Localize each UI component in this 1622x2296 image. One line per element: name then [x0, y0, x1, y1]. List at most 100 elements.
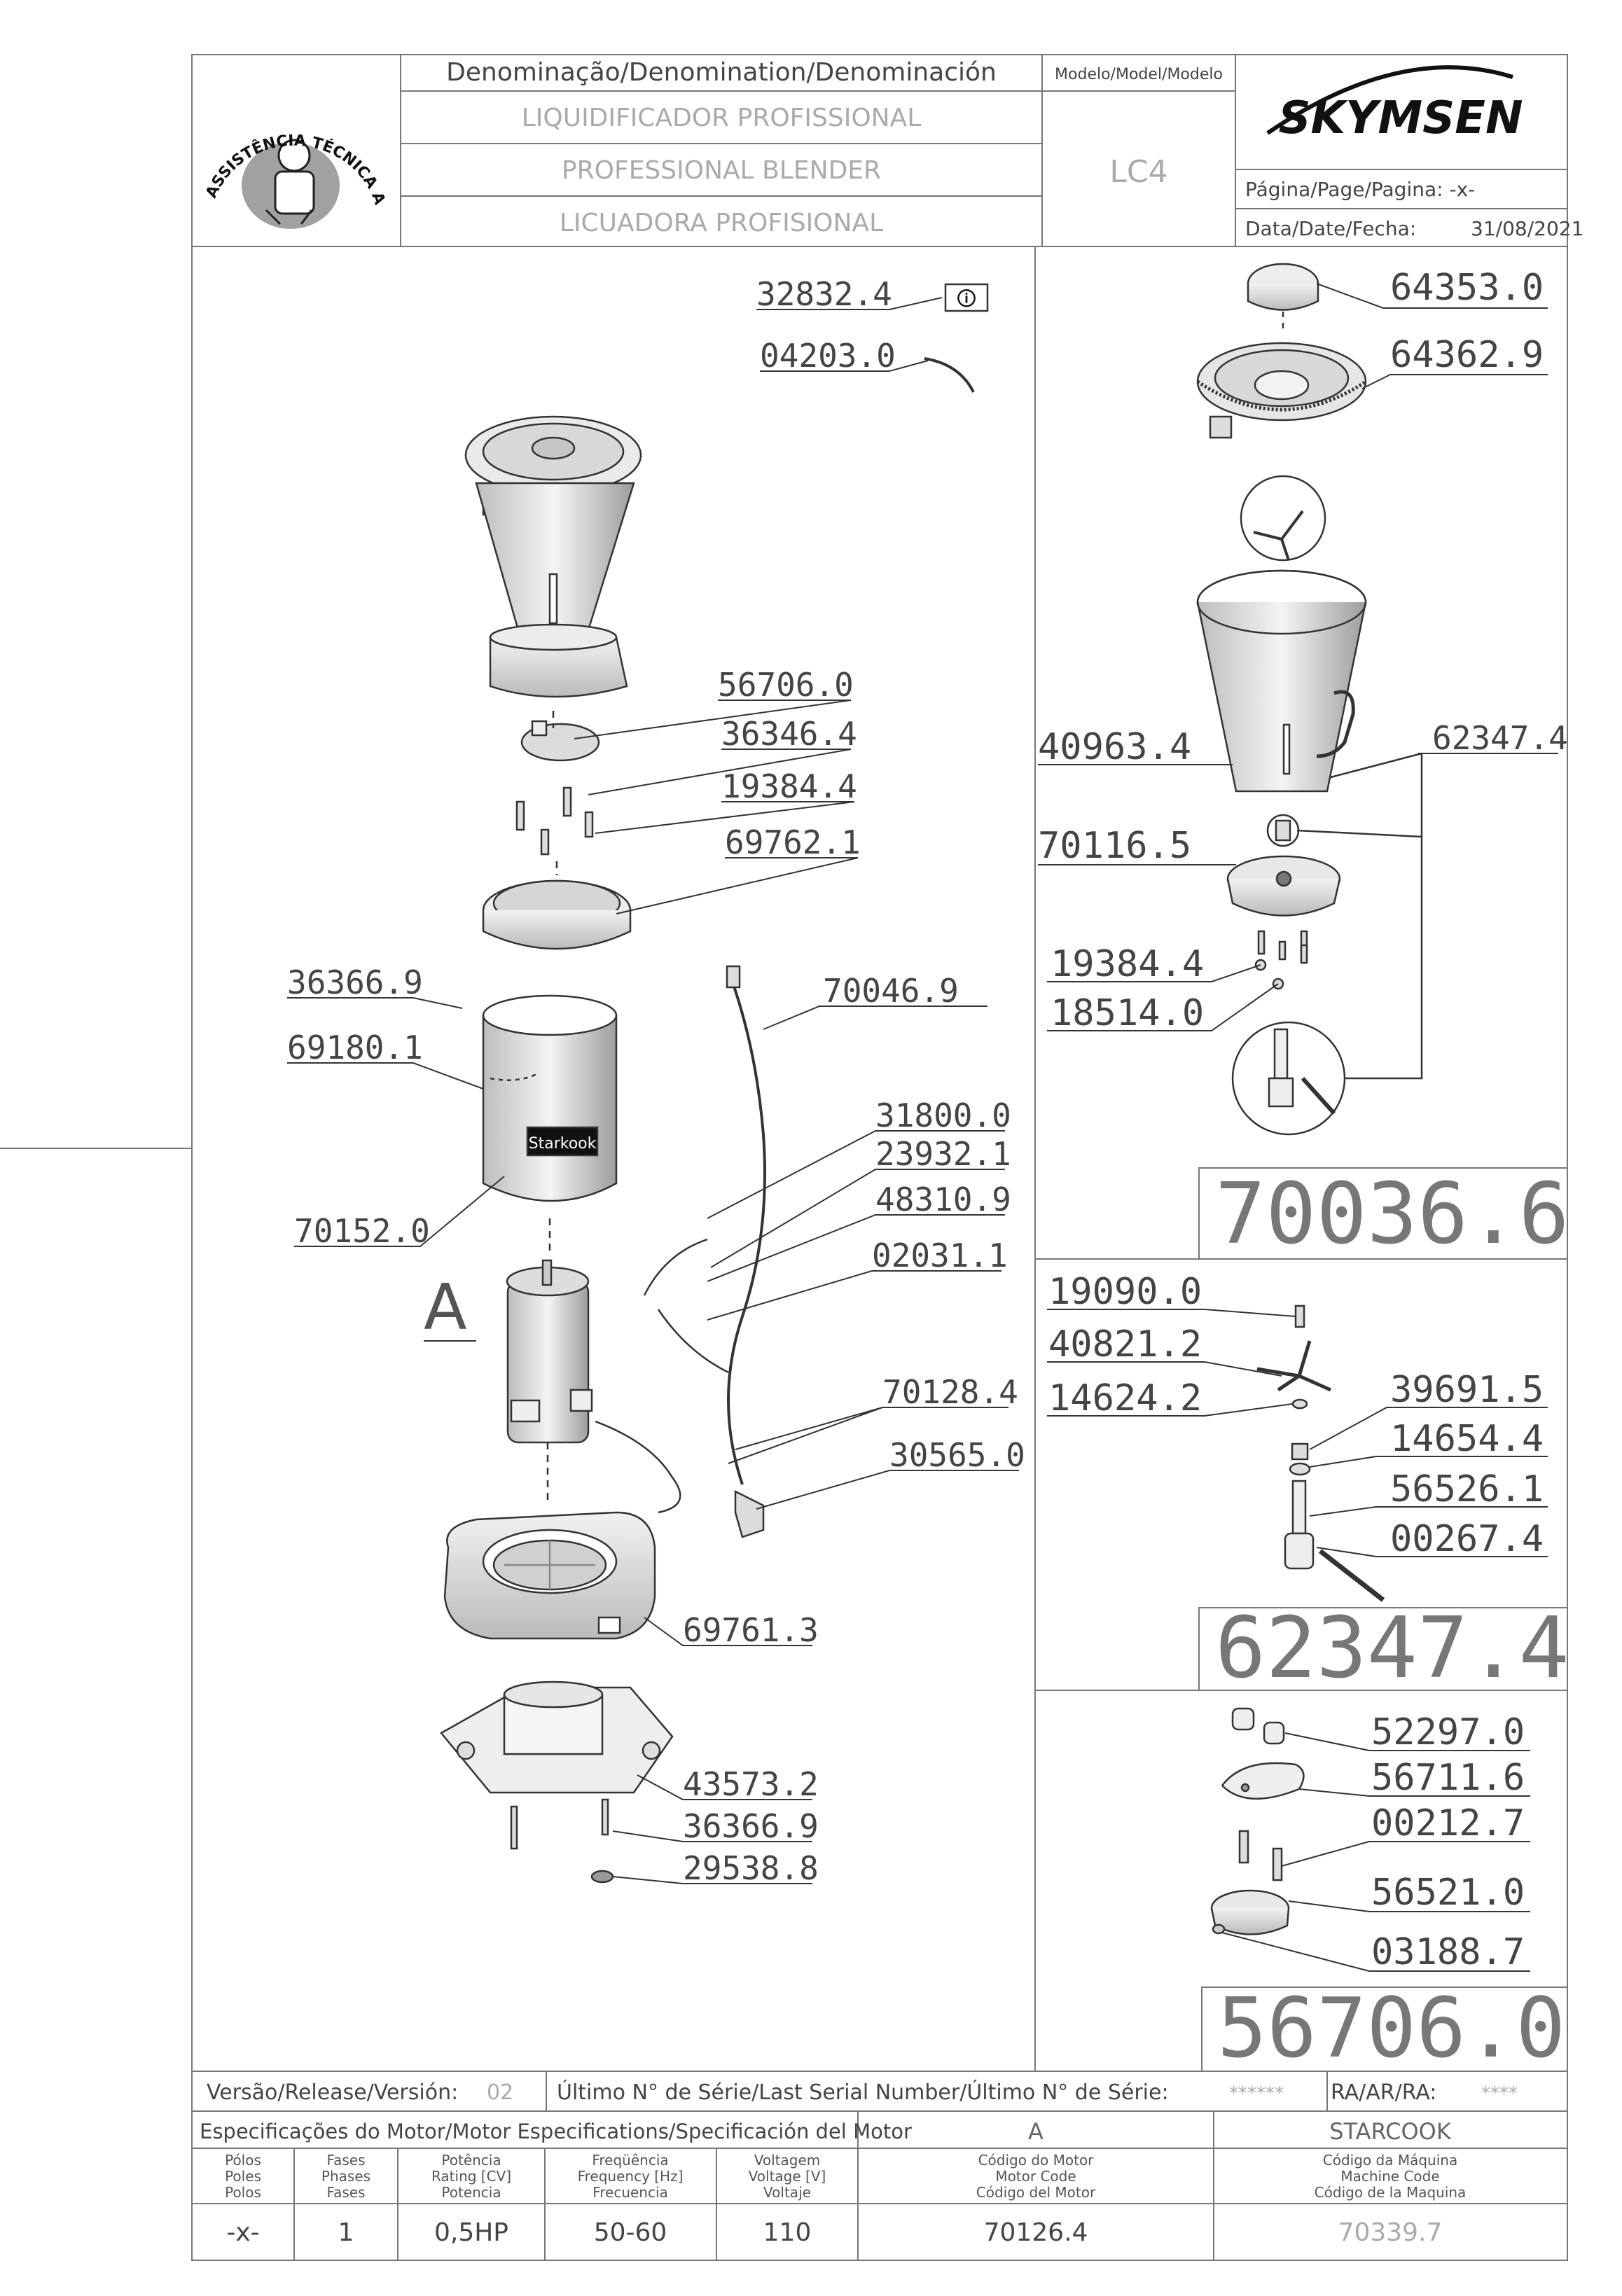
part-label: 62347.4	[1432, 719, 1568, 757]
part-label: 23932.1	[875, 1135, 1011, 1173]
serial-value: ******	[1229, 2083, 1284, 2104]
part-label: 70116.5	[1038, 825, 1191, 867]
part-label: 00212.7	[1371, 1802, 1525, 1844]
part-label: 36366.9	[683, 1807, 819, 1845]
svg-text:Frequency [Hz]: Frequency [Hz]	[578, 2168, 684, 2185]
motor-ref-label: A	[424, 1271, 467, 1344]
date-value: 31/08/2021	[1471, 217, 1583, 240]
value-poles: -x-	[226, 2218, 259, 2247]
brand-line: STARCOOK	[1329, 2118, 1452, 2145]
part-label: 52297.0	[1371, 1711, 1525, 1753]
part-label: 00267.4	[1390, 1518, 1544, 1560]
svg-text:Freqüência: Freqüência	[592, 2152, 668, 2169]
part-label: 04203.0	[760, 337, 896, 375]
part-label: 70128.4	[882, 1373, 1018, 1411]
part-label: 69761.3	[683, 1611, 819, 1649]
part-label: 14624.2	[1048, 1377, 1202, 1419]
section-dividers	[1034, 246, 1568, 2072]
footer-table	[192, 2071, 1567, 2260]
main-assembly-drawing: 🛈 Starkook	[440, 283, 989, 1884]
part-label: 32832.4	[756, 275, 892, 313]
denomination-label: Denominação/Denomination/Denominación	[446, 58, 997, 87]
part-label: 30565.0	[889, 1436, 1025, 1474]
date-label: Data/Date/Fecha:	[1245, 217, 1416, 240]
value-motor-code: 70126.4	[984, 2218, 1088, 2247]
product-name-pt: LIQUIDIFICADOR PROFISSIONAL	[522, 104, 922, 132]
svg-text:Voltagem: Voltagem	[754, 2152, 821, 2169]
part-label: 19384.4	[721, 767, 857, 805]
svg-text:Pólos: Pólos	[225, 2152, 261, 2169]
svg-text:Voltage [V]: Voltage [V]	[749, 2168, 826, 2185]
part-label: 64362.9	[1390, 334, 1544, 376]
part-label: 31800.0	[875, 1097, 1011, 1134]
svg-text:🛈: 🛈	[957, 287, 977, 310]
page-label: Página/Page/Pagina: -x-	[1245, 178, 1475, 201]
part-label: 03188.7	[1371, 1931, 1525, 1973]
part-label: 40821.2	[1048, 1323, 1202, 1365]
svg-text:Código de la Maquina: Código de la Maquina	[1315, 2184, 1467, 2201]
footer-text: Versão/Release/Versión: 02 Último N° de …	[200, 2079, 1518, 2247]
value-machine-code: 70339.7	[1338, 2218, 1443, 2247]
part-label: 69762.1	[725, 823, 861, 861]
part-label: 14654.4	[1390, 1418, 1544, 1460]
svg-text:Frecuencia: Frecuencia	[592, 2184, 668, 2201]
svg-text:Motor Code: Motor Code	[995, 2168, 1076, 2185]
svg-text:Código del Motor: Código del Motor	[976, 2184, 1096, 2201]
svg-text:Rating [CV]: Rating [CV]	[431, 2168, 511, 2185]
blade-assembly-drawing	[1256, 1304, 1385, 1602]
svg-text:SKYMSEN: SKYMSEN	[1278, 92, 1523, 144]
svg-text:Fases: Fases	[326, 2152, 365, 2169]
title-block	[192, 55, 1567, 247]
motor-spec-ref: A	[1028, 2118, 1044, 2145]
starcook-plate: Starkook	[529, 1135, 597, 1153]
part-label: 19090.0	[1048, 1271, 1202, 1313]
part-label: 18514.0	[1051, 992, 1204, 1034]
model-label: Modelo/Model/Modelo	[1055, 66, 1223, 83]
jar-assembly-drawing	[1196, 263, 1423, 1136]
svg-text:Potencia: Potencia	[441, 2184, 501, 2201]
part-label: 56711.6	[1371, 1757, 1525, 1799]
part-label: 70152.0	[294, 1212, 430, 1250]
svg-text:Código do Motor: Código do Motor	[978, 2152, 1095, 2169]
part-label: 70046.9	[823, 972, 959, 1010]
model-value: LC4	[1109, 154, 1167, 190]
part-label: 02031.1	[872, 1237, 1008, 1274]
value-frequency: 50-60	[594, 2218, 667, 2247]
svg-text:Poles: Poles	[225, 2168, 261, 2185]
part-label: 69180.1	[287, 1029, 423, 1066]
part-label: 19384.4	[1051, 943, 1204, 985]
value-voltage: 110	[763, 2218, 812, 2247]
version-label: Versão/Release/Versión:	[207, 2080, 458, 2105]
assembly-title-62347: 62347.4	[1215, 1600, 1569, 1697]
part-label: 64353.0	[1390, 267, 1544, 309]
ra-value: ****	[1481, 2083, 1518, 2104]
svg-text:Fases: Fases	[326, 2184, 365, 2201]
svg-text:Código da Máquina: Código da Máquina	[1323, 2152, 1457, 2169]
value-rating: 0,5HP	[434, 2218, 508, 2247]
assembly-title-70036: 70036.6	[1215, 1166, 1569, 1263]
authorized-service-seal: ASSISTÊNCIA TÉCNICA AUTORIZADA	[0, 0, 388, 229]
product-name-es: LICUADORA PROFISIONAL	[560, 209, 883, 237]
part-label: 48310.9	[875, 1181, 1011, 1218]
part-labels: 32832.4 04203.0 56706.0 36346.4 19384.4 …	[287, 267, 1569, 2076]
part-label: 43573.2	[683, 1765, 819, 1803]
part-label: 29538.8	[683, 1849, 819, 1887]
svg-text:Machine Code: Machine Code	[1340, 2168, 1439, 2185]
svg-text:Potência: Potência	[441, 2152, 501, 2169]
svg-text:Phases: Phases	[321, 2168, 370, 2185]
svg-text:Voltaje: Voltaje	[763, 2184, 811, 2201]
part-label: 56706.0	[718, 666, 854, 704]
leader-lines	[287, 283, 1558, 1972]
part-label: 39691.5	[1390, 1369, 1544, 1411]
part-label: 36366.9	[287, 963, 423, 1001]
serial-label: Último N° de Série/Last Serial Number/Úl…	[557, 2079, 1169, 2105]
assembly-title-56706: 56706.0	[1217, 1980, 1565, 2076]
part-label: 36346.4	[721, 715, 857, 753]
frame	[0, 54, 1568, 2261]
version-value: 02	[487, 2080, 513, 2105]
brand-logo: SKYMSEN	[1266, 65, 1523, 144]
part-label: 56521.0	[1371, 1872, 1525, 1914]
part-label: 56526.1	[1390, 1468, 1544, 1510]
svg-text:Polos: Polos	[225, 2184, 261, 2201]
